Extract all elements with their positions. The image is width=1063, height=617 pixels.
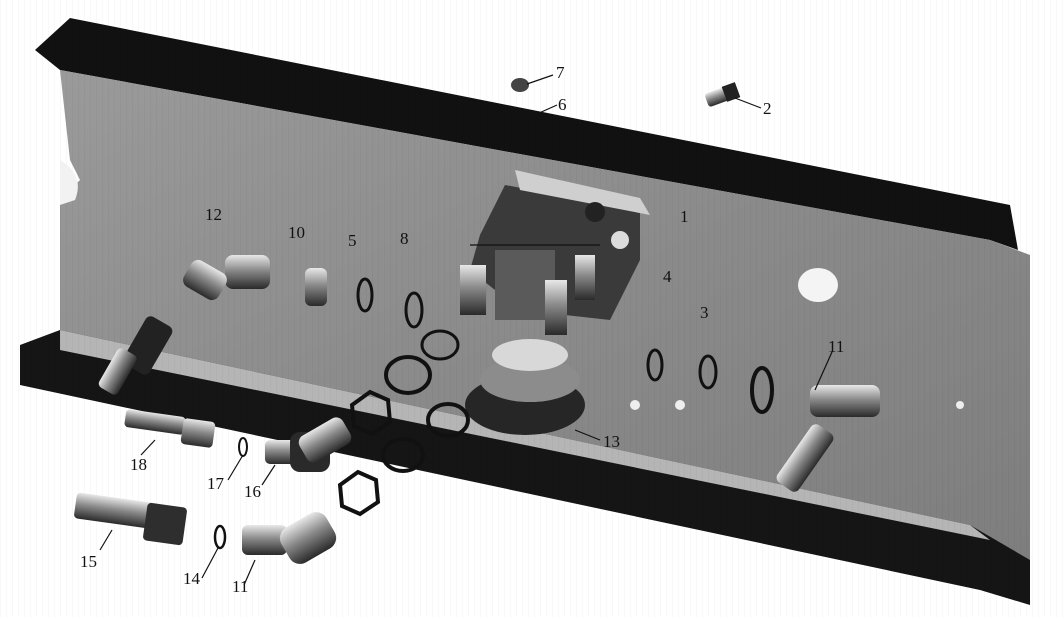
hex-nut bbox=[337, 469, 381, 517]
callout-16: 16 bbox=[244, 482, 261, 501]
o-ring-right bbox=[698, 354, 718, 390]
channel-mount-hole bbox=[630, 400, 640, 410]
callout-10: 10 bbox=[288, 223, 305, 242]
bolt-part-2 bbox=[705, 82, 741, 107]
callout-11: 11 bbox=[232, 577, 248, 596]
washer bbox=[426, 402, 470, 438]
callout-labels: 7 6 2 10 5 8 4 1 3 12 11 13 18 17 16 15 … bbox=[80, 63, 844, 596]
leader-lines bbox=[99, 74, 833, 586]
callout-12: 12 bbox=[205, 205, 222, 224]
fitting-part-15 bbox=[74, 492, 187, 546]
channel-notch bbox=[60, 160, 78, 205]
loose-parts bbox=[74, 78, 880, 564]
callout-14: 14 bbox=[183, 569, 201, 588]
o-ring-right bbox=[750, 366, 774, 414]
callout-18: 18 bbox=[130, 455, 147, 474]
nut-part-7 bbox=[511, 78, 529, 92]
callout-11-right: 11 bbox=[828, 337, 844, 356]
callout-17: 17 bbox=[207, 474, 225, 493]
hex-nut bbox=[349, 389, 393, 437]
o-ring-part-5 bbox=[356, 277, 374, 313]
channel-mount-hole bbox=[956, 401, 964, 409]
washer bbox=[384, 355, 432, 395]
callout-6: 6 bbox=[558, 95, 567, 114]
o-ring-right bbox=[646, 348, 664, 382]
callout-4: 4 bbox=[663, 267, 672, 286]
channel-hole bbox=[798, 268, 838, 302]
elbow-fitting-part-12 bbox=[183, 255, 270, 301]
callout-15: 15 bbox=[80, 552, 97, 571]
channel-mount-hole bbox=[675, 400, 685, 410]
callout-3: 3 bbox=[700, 303, 709, 322]
pipe-part-18 bbox=[124, 409, 216, 448]
o-ring-part-8 bbox=[404, 291, 424, 329]
washer bbox=[420, 329, 460, 361]
callout-1: 1 bbox=[680, 207, 689, 226]
callout-8: 8 bbox=[400, 229, 409, 248]
elbow-part-16 bbox=[265, 417, 352, 472]
elbow-fitting-part-11-right bbox=[776, 385, 880, 492]
valve-assembly bbox=[460, 170, 650, 435]
callout-13: 13 bbox=[603, 432, 620, 451]
callout-7: 7 bbox=[556, 63, 565, 82]
sleeve-part-10 bbox=[305, 268, 327, 306]
ring-part-14 bbox=[213, 524, 227, 550]
washer bbox=[381, 437, 425, 473]
elbow-fitting-part-11 bbox=[242, 512, 337, 564]
callout-2: 2 bbox=[763, 99, 772, 118]
hose-fitting-left bbox=[98, 316, 173, 395]
callout-5: 5 bbox=[348, 231, 357, 250]
